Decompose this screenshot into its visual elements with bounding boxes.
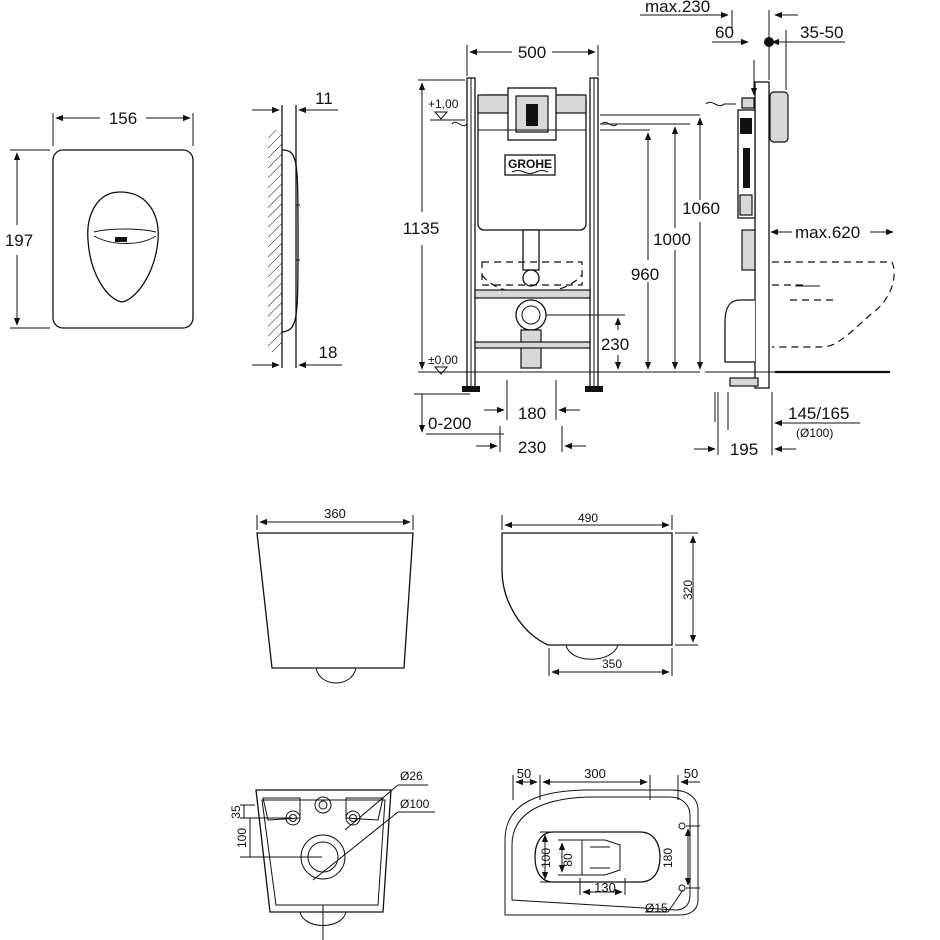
- frame-side-view: max.230 60 35-50 max.620 145/165 (Ø100) …: [640, 0, 895, 459]
- flush-plate-front-view: 156 197: [5, 109, 194, 329]
- flush-button-indicator: [115, 237, 127, 242]
- bowl-opening: [534, 831, 661, 883]
- inner-height-label: 80: [561, 853, 575, 867]
- center-length-label: 300: [584, 766, 606, 781]
- frame-width-label: 500: [518, 43, 546, 62]
- frame-height-a-label: 1060: [682, 199, 720, 218]
- frame-depth-label: 145/165: [788, 404, 849, 423]
- plate-width-label: 156: [109, 109, 137, 128]
- frame-height-d-label: 230: [601, 335, 629, 354]
- bowl-length-label: 490: [578, 511, 598, 525]
- plate-depth-a-label: 11: [315, 89, 333, 108]
- outlet-diameter-label: Ø100: [400, 797, 430, 811]
- inlet-offset-label: 35: [229, 805, 243, 819]
- bowl-front-view: 360: [256, 506, 414, 684]
- flush-plate-outline: [52, 149, 194, 329]
- level-zero-label: ±0,00: [428, 353, 458, 367]
- frame-height-total-label: 1135: [403, 219, 440, 238]
- outer-spacing-label: 230: [518, 438, 546, 457]
- flush-button-outline: [87, 191, 159, 303]
- max-top-label: max.230: [645, 0, 710, 16]
- brand-label: GROHE: [508, 157, 552, 171]
- inlet-diameter-label: Ø26: [400, 769, 423, 783]
- level-plus-label: +1,00: [428, 97, 459, 111]
- hole-diameter-label: Ø15: [645, 901, 668, 915]
- brand-plate: [504, 154, 556, 176]
- hole-spacing-label: 180: [661, 848, 675, 868]
- offset-label: 60: [715, 23, 734, 42]
- frame-height-b-label: 1000: [653, 230, 691, 249]
- flush-plate-side-view: 11 18: [252, 89, 342, 369]
- mount-hole-right: [345, 810, 361, 826]
- bowl-height-label: 320: [681, 580, 695, 600]
- bowl-top-view: 50 300 50 80 100 130 180 Ø15: [504, 766, 700, 916]
- inner-length-label: 130: [594, 880, 616, 895]
- inner-width-label: 100: [539, 848, 553, 868]
- frame-front-view: GROHE 500 1135 +1,00: [403, 43, 720, 457]
- bowl-back-view: Ø26 Ø100 35 100: [229, 769, 435, 940]
- margin-right-label: 50: [684, 766, 698, 781]
- bowl-top-outline: [504, 789, 699, 916]
- bowl-front-outline: [256, 532, 414, 669]
- frame-base-label: 195: [730, 440, 758, 459]
- wall-depth-label: 35-50: [800, 23, 843, 42]
- plate-height-label: 197: [5, 231, 33, 250]
- bowl-projection-label: max.620: [795, 223, 860, 242]
- frame-height-c-label: 960: [631, 265, 659, 284]
- water-inlet: [314, 796, 332, 814]
- bowl-side-outline: [501, 532, 673, 646]
- drain-pipe: [515, 299, 547, 331]
- bowl-back-outline: [255, 789, 392, 913]
- wall-hatch: [268, 130, 282, 352]
- bowl-front-width-label: 360: [324, 506, 346, 521]
- feet-adjust-label: 0-200: [428, 414, 471, 433]
- pipe-diameter-label: (Ø100): [796, 426, 833, 440]
- plate-depth-b-label: 18: [319, 343, 338, 362]
- bowl-base-label: 350: [602, 657, 622, 671]
- margin-left-label: 50: [517, 766, 531, 781]
- pipe-spacing-label: 180: [518, 404, 546, 423]
- outlet-offset-label: 100: [235, 828, 249, 848]
- bowl-side-view: 490 320 350: [501, 511, 698, 676]
